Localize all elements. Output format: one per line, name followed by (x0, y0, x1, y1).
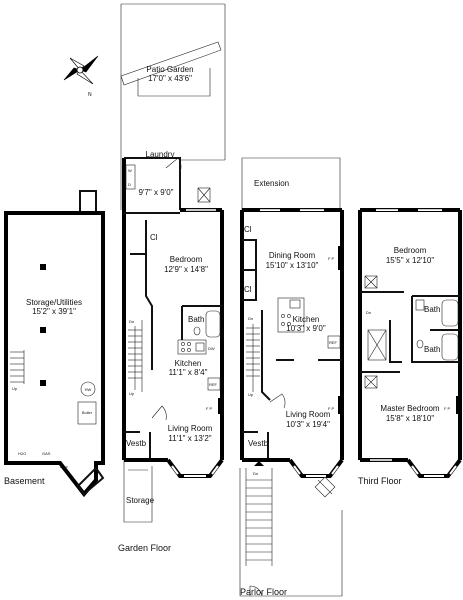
boiler-label: Boiler (82, 410, 93, 415)
basement-up-label: Up (12, 386, 18, 391)
water-meter-label: H2O (18, 451, 26, 456)
dining-room-name: Dining Room (269, 251, 316, 260)
garden-floor-label: Garden Floor (118, 543, 171, 553)
garden-living-name: Living Room (168, 424, 213, 433)
garden-closet-label: Cl (150, 233, 158, 242)
garden-bedroom-name: Bedroom (170, 255, 203, 264)
parlor-kitchen-name: Kitchen (293, 315, 320, 324)
patio-garden: Patio Garden 17'0" x 43'6" (120, 3, 226, 210)
parlor-dn-label: Dn (248, 316, 253, 321)
garden-ref-label: REF (209, 382, 218, 387)
compass-icon: N (63, 55, 99, 98)
third-bath-1-label: Bath (424, 305, 440, 314)
third-bath-2-label: Bath (424, 345, 440, 354)
garden-kitchen-name: Kitchen (175, 359, 202, 368)
parlor-stair (246, 324, 260, 392)
laundry-name: Laundry (146, 150, 175, 159)
garden-storage-label: Storage (126, 496, 155, 505)
dryer-label: D (128, 182, 131, 187)
master-bedroom-name: Master Bedroom (380, 404, 439, 413)
master-bedroom-dim: 15'8" x 18'10" (386, 414, 434, 423)
garden-living-dim: 11'1" x 13'2" (168, 434, 211, 443)
third-bedroom-name: Bedroom (394, 246, 427, 255)
extension-label: Extension (254, 179, 289, 188)
third-floor-label: Third Floor (358, 476, 402, 486)
garden-stair (128, 326, 142, 390)
electric-panel-label: Elec (60, 464, 68, 469)
compass-north-label: N (88, 92, 92, 98)
laundry-dim: 9'7" x 9'0" (139, 188, 174, 197)
third-floor-plan: Bedroom 15'5" x 12'10" Bath Bath Dn F P … (358, 208, 462, 486)
garden-dn-label: Dn (129, 319, 134, 324)
parlor-closet-2-label: Cl (244, 285, 252, 294)
garden-floor-plan: W D Laundry 9'7" x 9'0" Cl Bedroom 12'9"… (118, 150, 224, 553)
garden-dishwasher-label: DW (208, 346, 215, 351)
third-fireplace-label: F P (444, 406, 451, 411)
patio-garden-dim: 17'0" x 43'6" (148, 74, 192, 83)
basement-plan: Up HW Boiler H2O GAS Elec Storage/Utilit… (4, 190, 105, 498)
parlor-living-dim: 10'3" x 19'4" (286, 420, 330, 429)
parlor-living-name: Living Room (286, 410, 331, 419)
basement-floor-label: Basement (4, 476, 45, 486)
stoop-dn-label: Dn (253, 471, 258, 476)
garden-bath-label: Bath (188, 315, 204, 324)
garden-fireplace-label: F P (206, 406, 213, 411)
hot-water-heater-label: HW (85, 387, 92, 392)
parlor-floor-label: Parlor Floor (240, 587, 287, 597)
basement-stair (10, 350, 25, 384)
garden-up-label: Up (129, 391, 135, 396)
parlor-kitchen-dim: 10'3" x 9'0" (286, 324, 326, 333)
garden-kitchen-dim: 11'1" x 8'4" (169, 368, 208, 377)
dining-fireplace-label: F P (328, 256, 335, 261)
gas-meter-label: GAS (42, 451, 51, 456)
storage-utilities-dim: 15'2" x 39'1" (32, 307, 76, 316)
third-dn-label: Dn (366, 310, 371, 315)
parlor-closet-1-label: Cl (244, 225, 252, 234)
stoop-steps (245, 468, 273, 566)
patio-garden-name: Patio Garden (146, 65, 193, 74)
parlor-up-label: Up (248, 392, 254, 397)
washer-label: W (128, 168, 132, 173)
storage-utilities-name: Storage/Utilities (26, 298, 82, 307)
parlor-fireplace-label: F P (328, 406, 335, 411)
garden-bedroom-dim: 12'9" x 14'8" (164, 265, 208, 274)
third-bedroom-dim: 15'5" x 12'10" (386, 256, 434, 265)
dining-room-dim: 15'10" x 13'10" (266, 261, 319, 270)
parlor-floor-plan: Extension Cl Cl Dining Room 15'10" x 13'… (239, 157, 344, 597)
parlor-ref-label: REF (329, 340, 338, 345)
garden-vestibule-label: Vestb (126, 439, 147, 448)
parlor-vestibule-label: Vestb (248, 439, 269, 448)
